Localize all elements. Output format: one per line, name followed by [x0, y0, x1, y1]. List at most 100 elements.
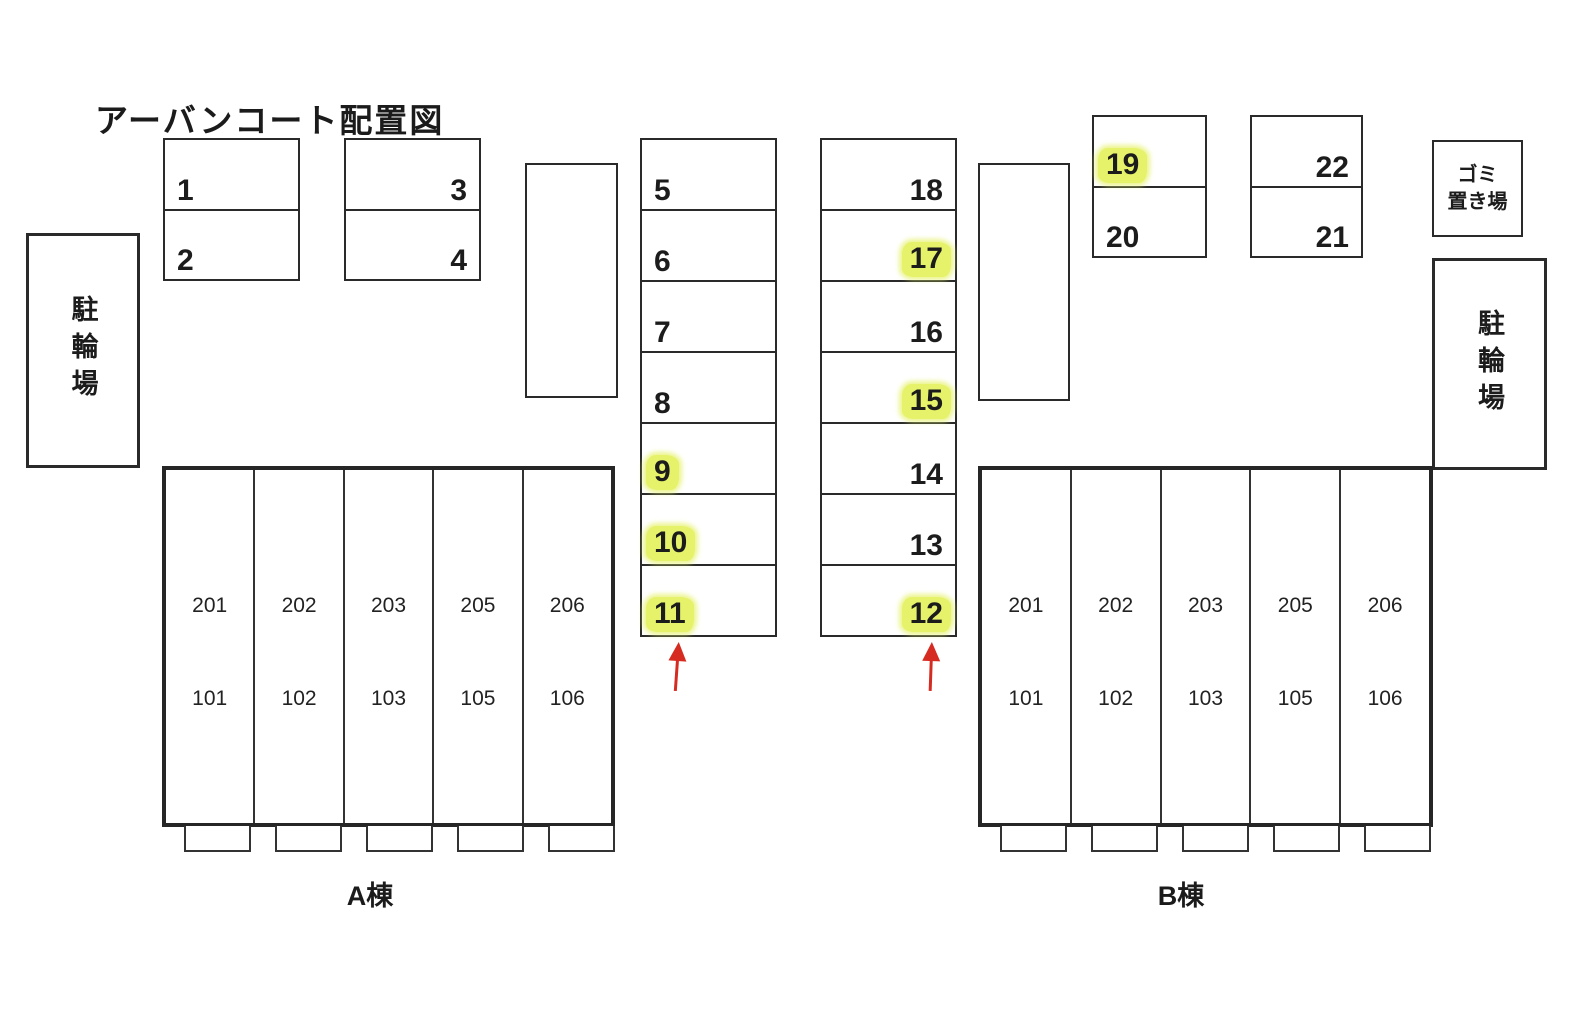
building-a-entrance-tab	[457, 826, 524, 852]
building-a-unit-5: 206 106	[524, 470, 611, 823]
building-b-entrance-tab	[1000, 826, 1067, 852]
parking-space-14: 14	[822, 424, 955, 495]
room-number: 103	[1187, 687, 1224, 710]
parking-space-label-highlighted: 12	[901, 597, 951, 632]
parking-space-20: 20	[1094, 188, 1205, 257]
parking-space-label: 7	[654, 316, 671, 349]
parking-space-19: 19	[1094, 117, 1205, 188]
parking-space-label: 3	[450, 173, 467, 207]
building-b-unit-3: 203 103	[1162, 470, 1252, 823]
bicycle-parking-label: 駐輪場	[1474, 308, 1504, 420]
bicycle-parking-right: 駐輪場	[1432, 258, 1547, 470]
room-number: 201	[1008, 594, 1044, 617]
parking-space-label: 21	[1315, 221, 1349, 254]
building-b-unit-1: 201 101	[982, 470, 1072, 823]
parking-space-22: 22	[1252, 117, 1361, 188]
room-number: 101	[192, 687, 228, 710]
parking-space-label: 22	[1315, 150, 1349, 184]
building-b-label: B棟	[1157, 881, 1205, 911]
parking-space-label: 4	[450, 244, 467, 277]
parking-space-label: 16	[909, 316, 943, 349]
room-number: 102	[281, 687, 317, 710]
parking-space-label: 13	[909, 529, 943, 562]
parking-space-label: 2	[177, 244, 194, 277]
room-number: 205	[1277, 594, 1313, 617]
building-b-entrance-tab	[1273, 826, 1340, 852]
parking-space-16: 16	[822, 282, 955, 353]
building-a-unit-4: 205 105	[434, 470, 524, 823]
room-number: 101	[1008, 687, 1044, 710]
parking-space-2: 2	[165, 211, 298, 280]
room-number: 206	[1367, 594, 1403, 617]
red-up-arrow-icon-space-12	[922, 642, 941, 692]
parking-space-6: 6	[642, 211, 775, 282]
bicycle-parking-left: 駐輪場	[26, 233, 140, 468]
parking-space-label: 14	[909, 458, 943, 491]
building-a-unit-3: 203 103	[345, 470, 435, 823]
parking-space-label-highlighted: 17	[901, 242, 951, 277]
parking-space-label: 18	[909, 174, 943, 207]
building-b-unit-2: 202 102	[1072, 470, 1162, 823]
room-number: 201	[192, 594, 228, 617]
room-number: 202	[1098, 594, 1134, 617]
room-number: 106	[1367, 687, 1403, 710]
building-a-unit-2: 202 102	[255, 470, 345, 823]
building-b-entrance-tab	[1364, 826, 1431, 852]
parking-column-5-11: 5 6 7 8 9 10 11	[640, 138, 777, 637]
building-a-label: A棟	[346, 881, 394, 911]
parking-space-label-highlighted: 9	[646, 455, 679, 490]
room-number: 106	[549, 687, 585, 710]
room-number: 205	[460, 594, 496, 617]
building-b-entrance-tab	[1182, 826, 1249, 852]
building-a-entrance-tab	[366, 826, 433, 852]
empty-area-right	[978, 163, 1070, 401]
parking-space-7: 7	[642, 282, 775, 353]
parking-space-label: 20	[1106, 221, 1140, 254]
garbage-area: ゴミ 置き場	[1432, 140, 1523, 237]
bicycle-parking-label: 駐輪場	[67, 295, 98, 406]
parking-space-8: 8	[642, 353, 775, 424]
parking-space-label: 6	[654, 245, 671, 278]
room-number: 102	[1098, 687, 1134, 710]
red-up-arrow-icon-space-11	[668, 642, 687, 692]
parking-space-9: 9	[642, 424, 775, 495]
parking-space-21: 21	[1252, 188, 1361, 257]
parking-space-12: 12	[822, 566, 955, 635]
parking-space-5: 5	[642, 140, 775, 211]
parking-space-label-highlighted: 10	[646, 526, 696, 561]
parking-space-11: 11	[642, 566, 775, 635]
building-b-unit-4: 205 105	[1251, 470, 1342, 823]
building-a-entrance-tab	[548, 826, 615, 852]
parking-block-19-20: 19 20	[1092, 115, 1207, 258]
parking-space-4: 4	[346, 211, 479, 280]
building-b-entrance-tab	[1091, 826, 1158, 852]
parking-space-label-highlighted: 11	[646, 597, 694, 632]
parking-column-18-12: 18 17 16 15 14 13 12	[820, 138, 957, 637]
room-number: 105	[1277, 687, 1313, 710]
building-a: 201 101 202 102 203 103 205 105 206 106	[162, 466, 615, 827]
parking-space-1: 1	[165, 140, 298, 211]
building-a-entrance-tab	[184, 826, 251, 852]
parking-block-1-2: 1 2	[163, 138, 300, 281]
parking-space-label-highlighted: 15	[901, 384, 951, 419]
parking-space-label: 1	[177, 173, 194, 207]
building-a-unit-1: 201 101	[166, 470, 256, 823]
empty-area-left	[525, 163, 618, 398]
garbage-area-label-line2: 置き場	[1447, 190, 1508, 213]
room-number: 202	[281, 594, 317, 617]
parking-block-3-4: 3 4	[344, 138, 481, 281]
parking-space-13: 13	[822, 495, 955, 566]
room-number: 206	[549, 594, 585, 617]
parking-space-17: 17	[822, 211, 955, 282]
parking-space-label: 5	[654, 174, 671, 207]
parking-space-18: 18	[822, 140, 955, 211]
parking-space-3: 3	[346, 140, 479, 211]
room-number: 203	[1187, 594, 1224, 617]
parking-block-22-21: 22 21	[1250, 115, 1363, 258]
building-a-entrance-tab	[275, 826, 342, 852]
room-number: 203	[370, 594, 407, 617]
room-number: 105	[460, 687, 496, 710]
parking-space-label: 8	[654, 387, 671, 420]
building-b-unit-5: 206 106	[1341, 470, 1429, 823]
